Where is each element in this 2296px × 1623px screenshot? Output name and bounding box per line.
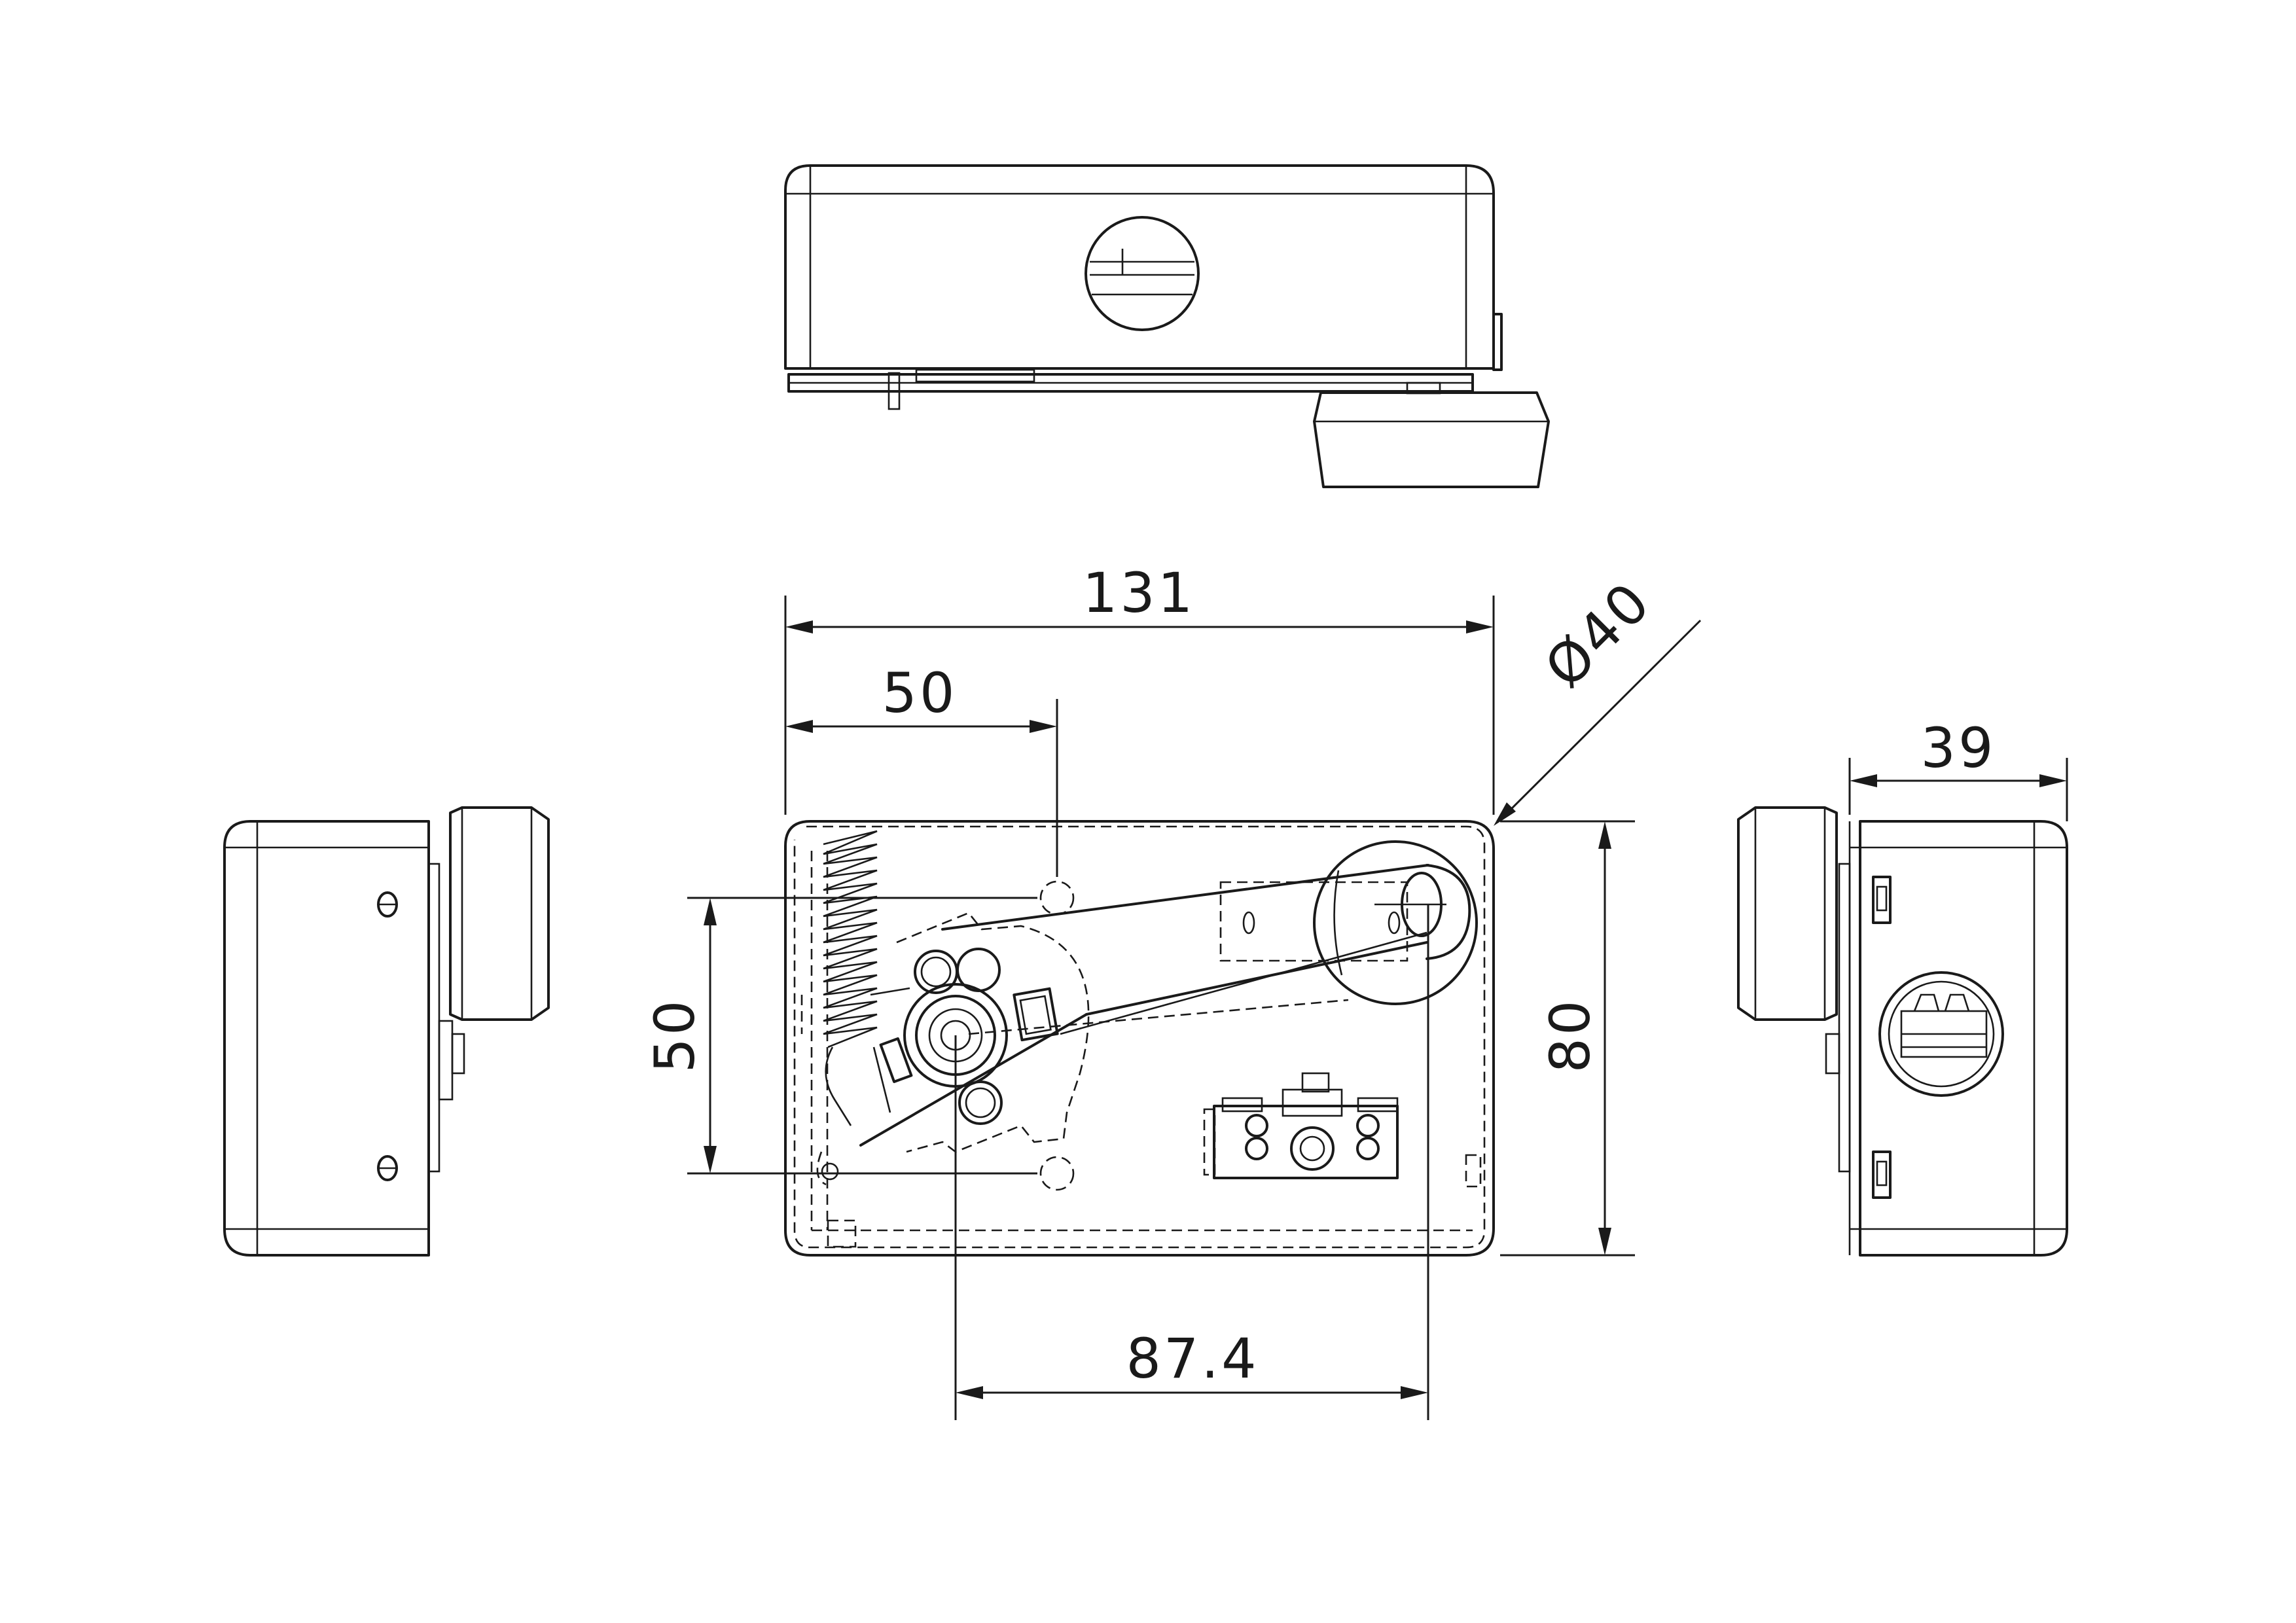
left-side-view [223, 806, 550, 1257]
dimension-labels: 131 50 Ø40 50 80 39 87.4 [643, 561, 1996, 1391]
dim-diameter: Ø40 [1532, 569, 1663, 700]
dim-depth: 39 [1921, 716, 1996, 780]
dim-shaft-distance: 87.4 [1126, 1327, 1259, 1391]
dimension-lines [687, 596, 2068, 1420]
dim-overall-height: 80 [1538, 998, 1602, 1073]
top-view [784, 164, 1550, 488]
front-view [784, 820, 1495, 1257]
dim-left-offset: 50 [882, 661, 958, 725]
dim-overall-width: 131 [1083, 561, 1195, 625]
dim-hole-spacing: 50 [643, 998, 707, 1073]
right-side-view [1737, 806, 2068, 1257]
